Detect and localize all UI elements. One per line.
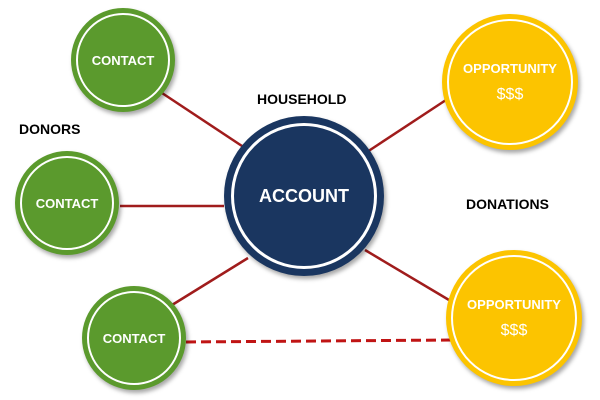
opportunity-node-2[interactable]: OPPORTUNITY $$$ (446, 250, 582, 386)
donations-label: DONATIONS (466, 196, 549, 212)
contact-node-3-label: CONTACT (102, 330, 166, 346)
connector-account-opportunity-2 (364, 248, 450, 302)
connector-account-opportunity-1 (366, 96, 450, 154)
connector-contact-1-account (161, 91, 246, 150)
opportunity-node-1-amount: $$$ (496, 85, 524, 103)
opportunity-node-2-label: OPPORTUNITY (467, 296, 561, 312)
connector-contact-3-account (171, 256, 249, 307)
account-node-ring (231, 123, 377, 269)
dashed-connector-contact-3-opportunity-2 (185, 338, 453, 344)
opportunity-node-1-ring (447, 19, 573, 145)
contact-node-1[interactable]: CONTACT (71, 8, 175, 112)
household-label: HOUSEHOLD (257, 91, 347, 107)
account-node[interactable]: ACCOUNT (224, 116, 384, 276)
contact-node-2-label: CONTACT (35, 195, 99, 211)
contact-node-1-label: CONTACT (91, 52, 155, 68)
contact-node-1-ring (76, 13, 170, 107)
opportunity-node-2-ring (451, 255, 577, 381)
contact-node-2[interactable]: CONTACT (15, 151, 119, 255)
account-node-label: ACCOUNT (259, 185, 349, 206)
contact-node-2-ring (20, 156, 114, 250)
donors-label: DONORS (19, 121, 81, 137)
opportunity-node-1[interactable]: OPPORTUNITY $$$ (442, 14, 578, 150)
opportunity-node-2-amount: $$$ (500, 321, 528, 339)
opportunity-node-1-label: OPPORTUNITY (463, 60, 557, 76)
contact-node-3[interactable]: CONTACT (82, 286, 186, 390)
contact-node-3-ring (87, 291, 181, 385)
